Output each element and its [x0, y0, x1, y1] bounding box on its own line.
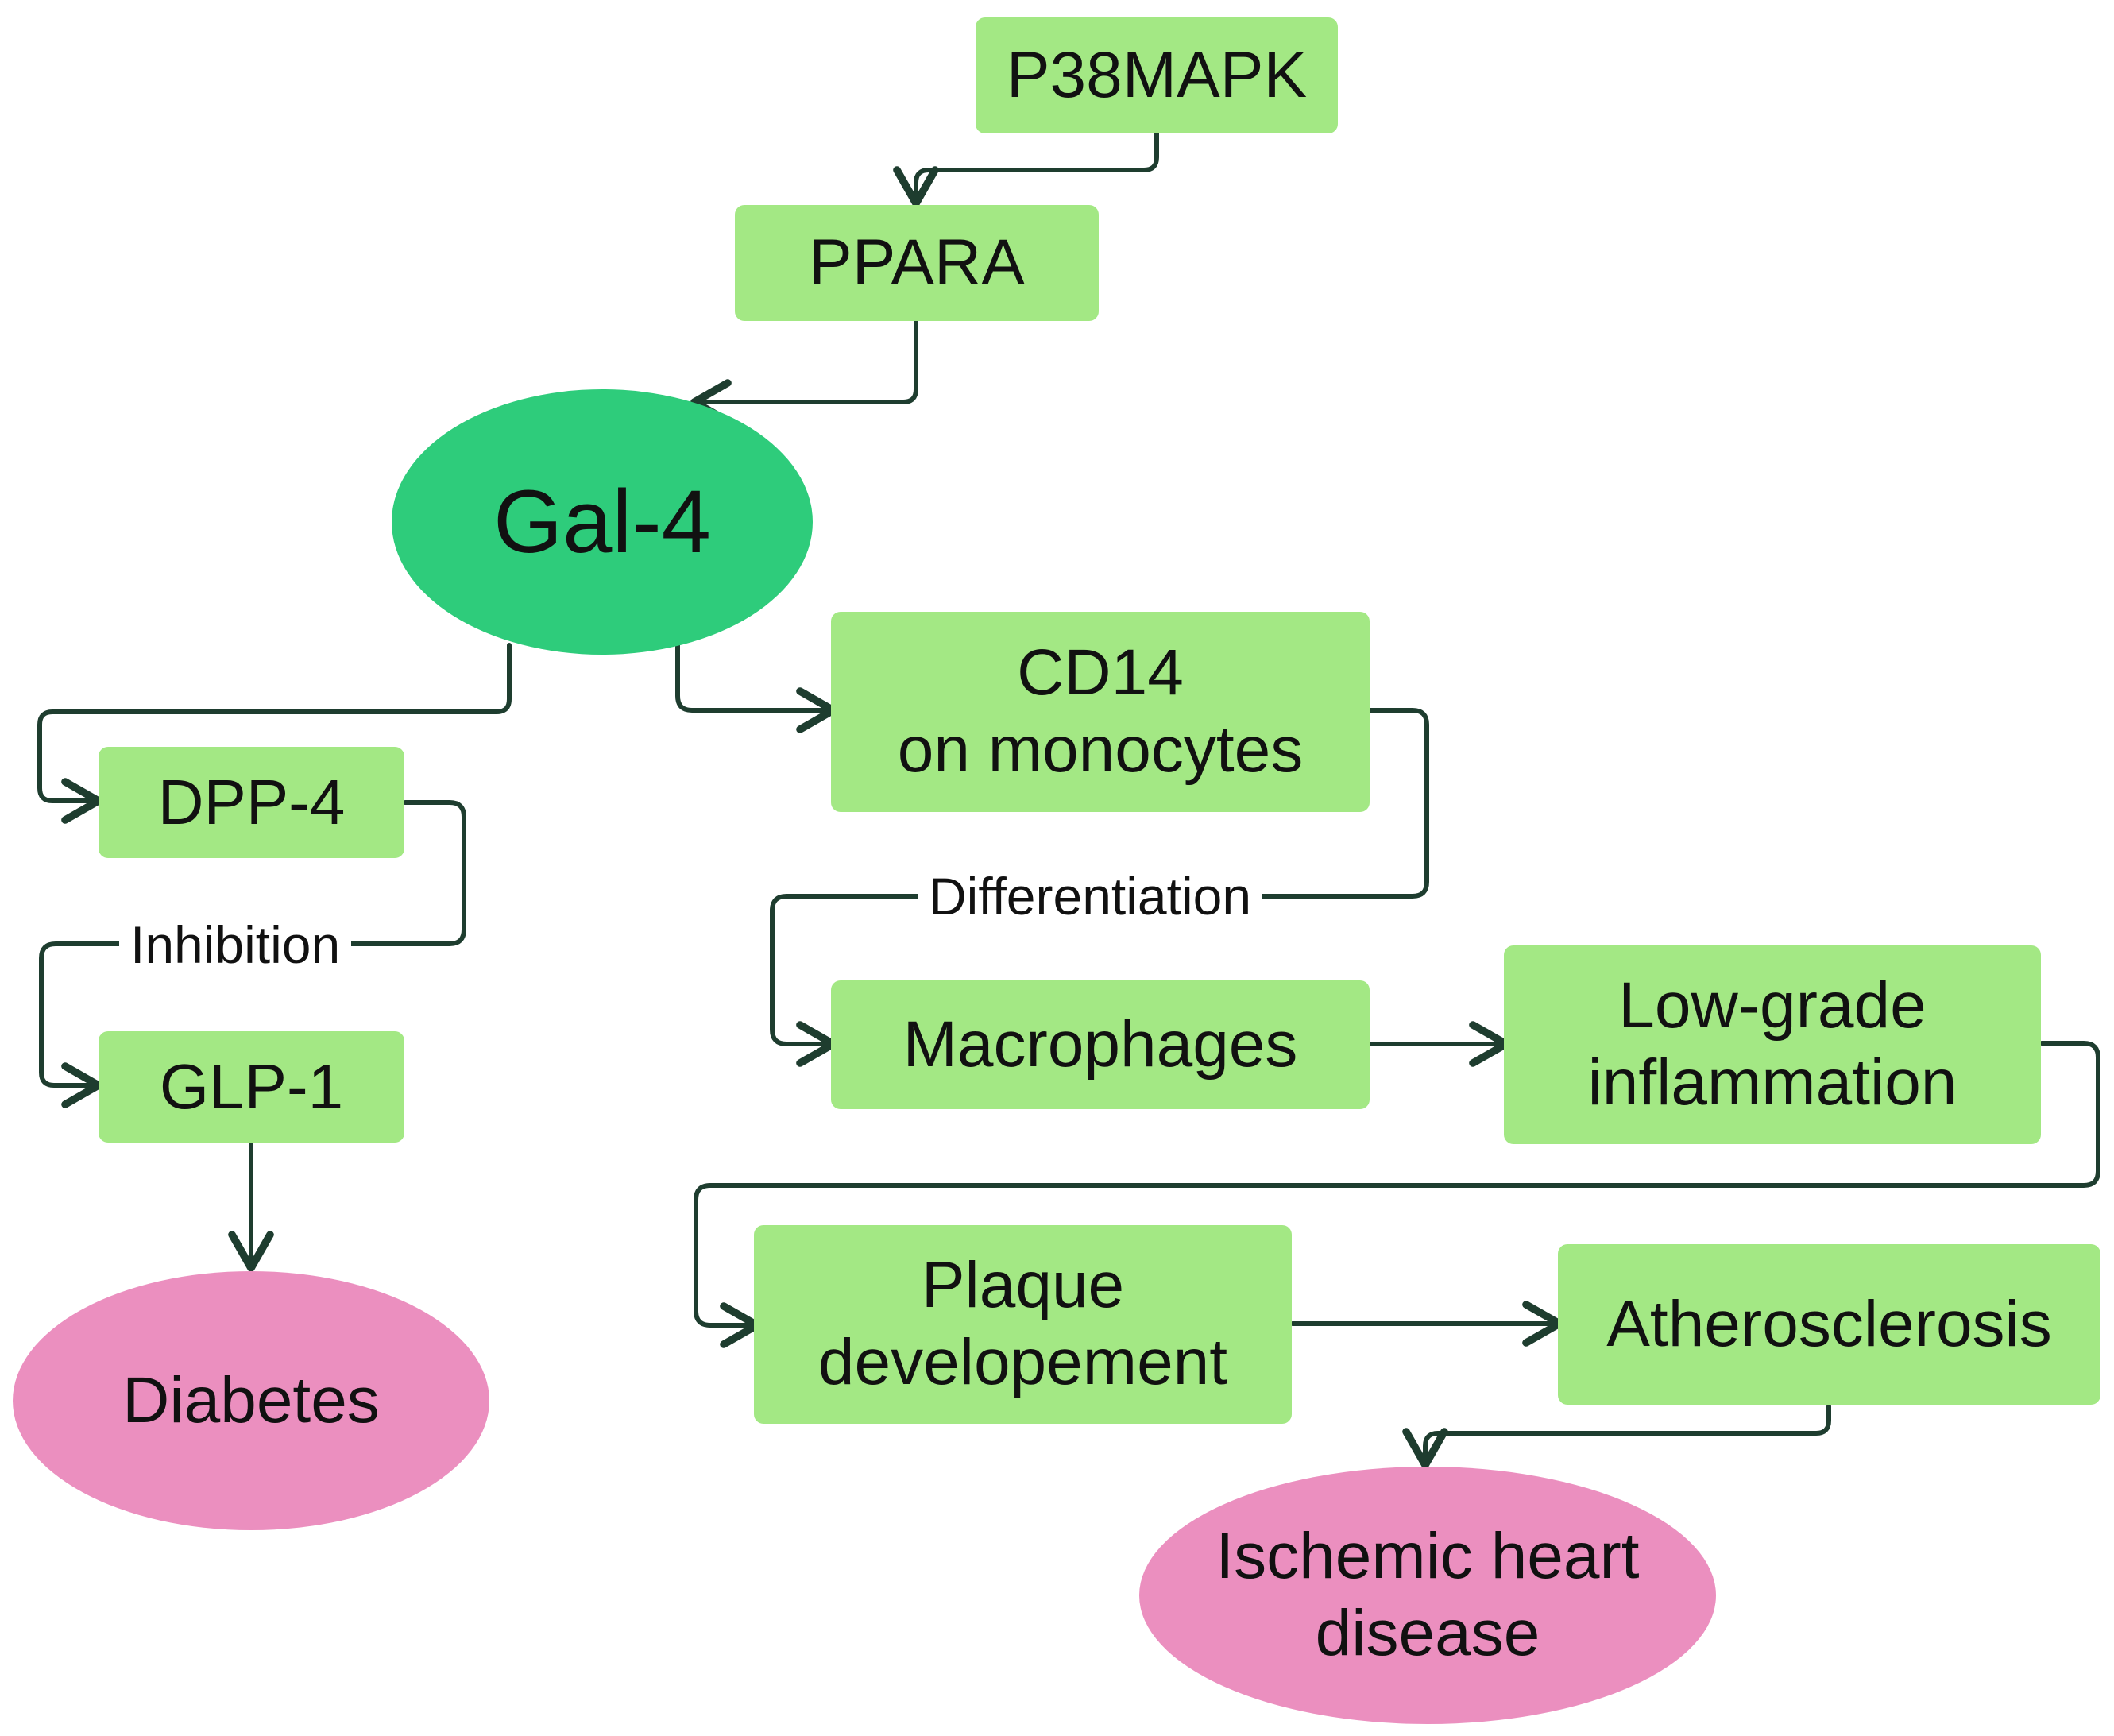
node-p38mapk: P38MAPK	[976, 17, 1338, 133]
edge-p38mapk-ppara	[893, 131, 1159, 207]
node-dpp4: DPP-4	[99, 747, 404, 858]
edge-label-inhibition: Inhibition	[119, 918, 352, 971]
edge-gal4-dpp4	[37, 643, 512, 824]
node-cd14: CD14 on monocytes	[831, 612, 1370, 812]
node-low-grade-inflammation: Low-grade inflammation	[1504, 945, 2041, 1144]
edge-label-differentiation: Differentiation	[918, 870, 1263, 922]
edge-ppara-gal4	[690, 319, 918, 425]
edge-lowgrade-plaque	[694, 1041, 2100, 1348]
node-gal4: Gal-4	[392, 389, 813, 655]
node-ppara: PPARA	[735, 205, 1099, 321]
edge-atherosclerosis-ischemic	[1402, 1404, 1831, 1469]
node-glp1: GLP-1	[99, 1031, 404, 1143]
node-plaque-developement: Plaque developement	[754, 1225, 1292, 1424]
edge-gal4-cd14	[675, 643, 837, 733]
node-diabetes: Diabetes	[13, 1271, 489, 1530]
node-atherosclerosis: Atherosclerosis	[1558, 1244, 2100, 1405]
node-ischemic-heart-disease: Ischemic heart disease	[1139, 1467, 1716, 1724]
node-macrophages: Macrophages	[831, 980, 1370, 1109]
